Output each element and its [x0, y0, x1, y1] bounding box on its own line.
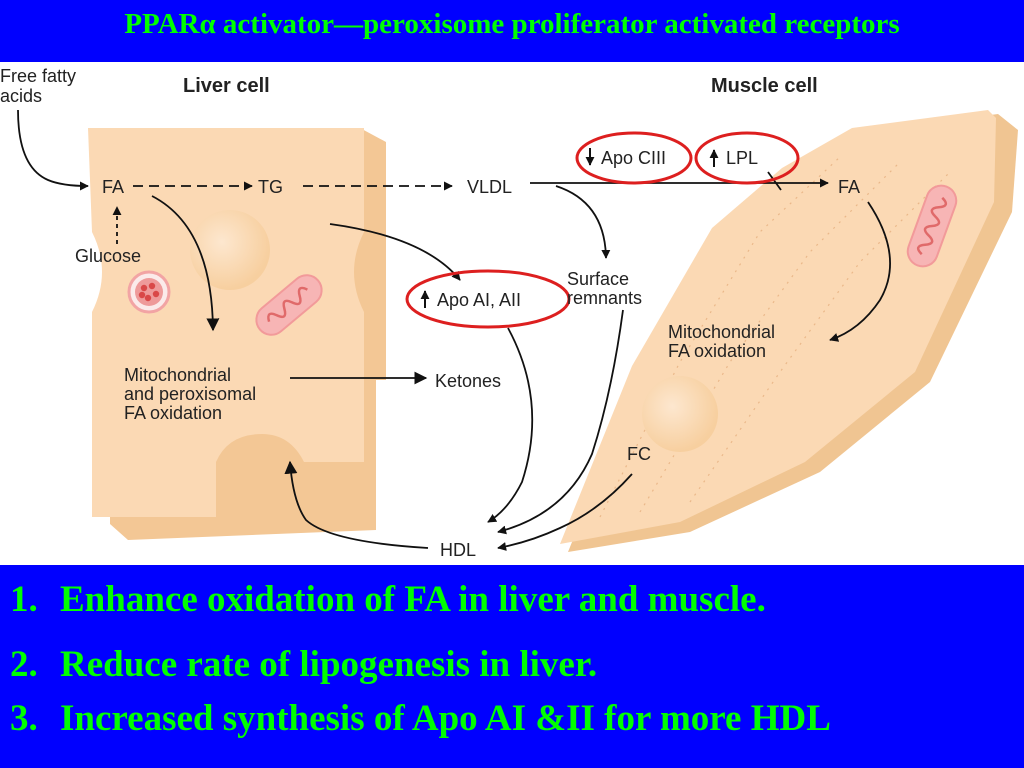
- muscle-cell-shape: [560, 110, 1018, 552]
- point-2: 2. Reduce rate of lipogenesis in liver.: [10, 643, 597, 686]
- mitochondrion-muscle: [906, 184, 958, 268]
- tg-label: TG: [258, 177, 283, 197]
- regulation-arrows: [420, 148, 719, 308]
- pathway-arrows: [17, 109, 891, 551]
- point-3-number: 3.: [10, 698, 38, 739]
- apo-ai-aii-label: Apo AI, AII: [437, 290, 521, 310]
- slide-title: PPARα activator—peroxisome proliferator …: [124, 8, 900, 40]
- lpl-highlight-ring: [694, 131, 800, 185]
- muscle-cell-label: Muscle cell: [711, 75, 818, 97]
- point-2-number: 2.: [10, 644, 38, 685]
- fat-droplet-muscle: [642, 376, 718, 452]
- apo-ciii-label: Apo CIII: [601, 148, 666, 168]
- point-1-number: 1.: [10, 579, 38, 620]
- vesicle-liver: [127, 270, 171, 314]
- ketones-label: Ketones: [435, 371, 501, 391]
- point-1: 1. Enhance oxidation of FA in liver and m…: [10, 578, 766, 621]
- fc-label: FC: [627, 444, 651, 464]
- point-1-text: Enhance oxidation of FA in liver and mus…: [60, 579, 766, 620]
- glucose-label: Glucose: [75, 246, 141, 266]
- fa-liver-label: FA: [102, 177, 124, 197]
- point-3-text: Increased synthesis of Apo AI &II for mo…: [60, 698, 831, 739]
- liver-cell-shape: [88, 128, 386, 540]
- fa-muscle-label: FA: [838, 177, 860, 197]
- title-bar: PPARα activator—peroxisome proliferator …: [0, 0, 1024, 60]
- apo-ai-aii-highlight-ring: [405, 269, 571, 329]
- point-3: 3. Increased synthesis of Apo AI &II for …: [10, 697, 831, 740]
- point-2-text: Reduce rate of lipogenesis in liver.: [60, 644, 598, 685]
- mitochondrion-liver: [255, 274, 323, 336]
- hdl-label: HDL: [440, 540, 476, 560]
- liver-cell-label: Liver cell: [183, 75, 270, 97]
- lpl-label: LPL: [726, 148, 758, 168]
- fat-droplet-liver: [190, 210, 270, 290]
- apo-ciii-highlight-ring: [575, 131, 693, 185]
- vldl-label: VLDL: [467, 177, 512, 197]
